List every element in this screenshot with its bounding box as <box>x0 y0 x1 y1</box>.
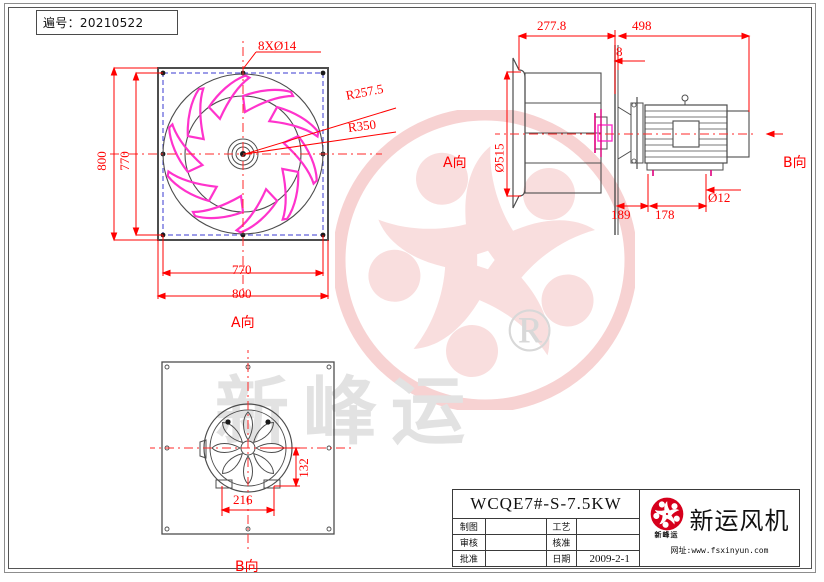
drawing-code-label: 遍号：20210522 <box>43 16 144 30</box>
side-view-dimensions <box>503 30 783 212</box>
row-key-approver: 核准 <box>547 535 578 550</box>
title-block: WCQE7#-S-7.5KW 制图 工艺 审核 核准 批准 <box>452 489 800 567</box>
side-dim-impeller-diameter: Ø515 <box>491 143 507 173</box>
title-block-rows: 制图 工艺 审核 核准 批准 日期 2009-2-1 <box>453 519 639 566</box>
front-dim-width-inner: 770 <box>232 262 252 277</box>
table-row: 制图 工艺 <box>453 519 639 535</box>
company-fan-logo-icon <box>650 497 683 530</box>
side-dim-foot-hole: Ø12 <box>708 190 731 205</box>
bottom-dim-base-height: 132 <box>295 458 311 478</box>
row-key-reviewer: 审核 <box>453 535 486 550</box>
side-view-arrow-b-label: B向 <box>783 155 807 171</box>
brand-logo-subtext: 新峰运 <box>654 530 679 539</box>
row-key-process: 工艺 <box>547 519 578 534</box>
front-hole-callout: 8XØ14 <box>258 38 297 53</box>
table-row: 批准 日期 2009-2-1 <box>453 551 639 566</box>
part-number: WCQE7#-S-7.5KW <box>453 490 639 519</box>
side-dim-housing-depth: 277.8 <box>537 18 567 33</box>
drawing-code-box: 遍号：20210522 <box>36 10 178 35</box>
row-value-reviewer[interactable] <box>486 535 547 550</box>
front-dim-height-outer: 800 <box>93 151 109 171</box>
row-value-date: 2009-2-1 <box>589 552 630 565</box>
bottom-view-caption: B向 <box>235 559 259 575</box>
side-view-arrow-a-label: A向 <box>443 155 467 171</box>
front-dim-width-outer: 800 <box>232 286 252 301</box>
front-dim-height-inner: 770 <box>116 151 132 171</box>
row-value-process[interactable] <box>577 519 639 534</box>
sheet-border-outer <box>4 3 816 573</box>
side-dim-foot-offset: 189 <box>611 207 631 222</box>
row-key-authorizer: 批准 <box>453 551 486 566</box>
table-row: 审核 核准 <box>453 535 639 551</box>
side-dim-plate-thickness: 8 <box>616 44 623 59</box>
front-view-geometry <box>110 40 382 296</box>
row-value-authorizer[interactable] <box>486 551 547 566</box>
row-value-drafter[interactable] <box>486 519 547 534</box>
row-key-date: 日期 <box>547 551 578 566</box>
bottom-dim-base-width: 216 <box>233 492 253 507</box>
side-dim-foot-span: 178 <box>655 207 675 222</box>
brand-logo-group: 新峰运 <box>650 497 684 540</box>
front-view-caption: A向 <box>231 315 255 331</box>
front-radius-housing: R350 <box>347 116 377 135</box>
brand-row: 新峰运 新运风机 <box>650 497 790 540</box>
company-website: 网址:www.fsxinyun.com <box>670 545 769 555</box>
front-view-dimensions <box>110 51 397 300</box>
company-block: 新峰运 新运风机 网址:www.fsxinyun.com <box>640 490 799 566</box>
title-block-left: WCQE7#-S-7.5KW 制图 工艺 审核 核准 批准 <box>453 490 640 566</box>
sheet-border-inner <box>8 7 812 569</box>
company-name: 新运风机 <box>689 506 790 535</box>
bottom-view-dimensions <box>220 446 300 516</box>
side-view-geometry <box>495 45 755 235</box>
row-key-drafter: 制图 <box>453 519 486 534</box>
side-dim-total-length: 498 <box>632 18 652 33</box>
row-value-approver[interactable] <box>577 535 639 550</box>
